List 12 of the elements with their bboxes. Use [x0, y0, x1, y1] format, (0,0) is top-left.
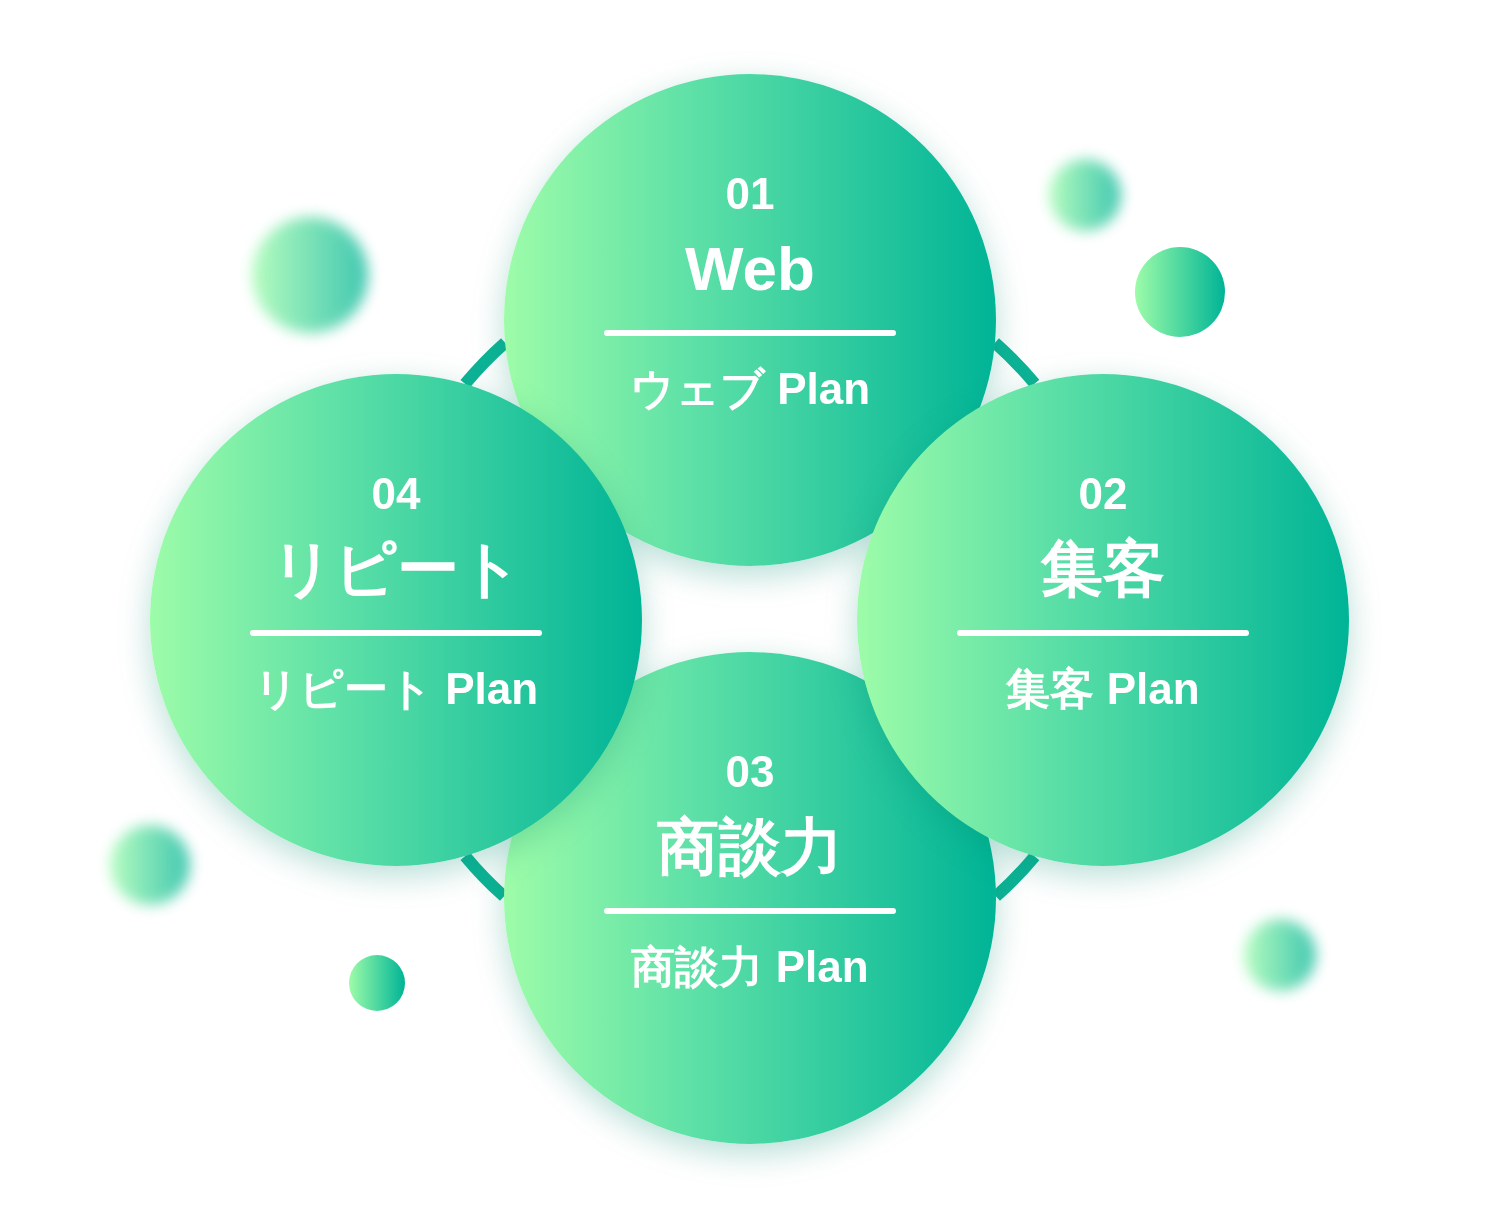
step-number: 03: [725, 748, 775, 796]
step-number: 01: [725, 170, 775, 218]
step-title: リピート: [270, 534, 522, 604]
plan-label: 集客 Plan: [1006, 663, 1200, 715]
plan-label: ウェブ Plan: [629, 363, 871, 415]
step-number: 04: [371, 470, 421, 518]
step-title: 集客: [1041, 534, 1165, 604]
step-title: Web: [685, 234, 815, 304]
step-number: 02: [1078, 470, 1128, 518]
plan-label: リピート Plan: [253, 663, 539, 715]
step-title: 商談力: [657, 812, 843, 882]
plan-label: 商談力 Plan: [631, 941, 869, 993]
